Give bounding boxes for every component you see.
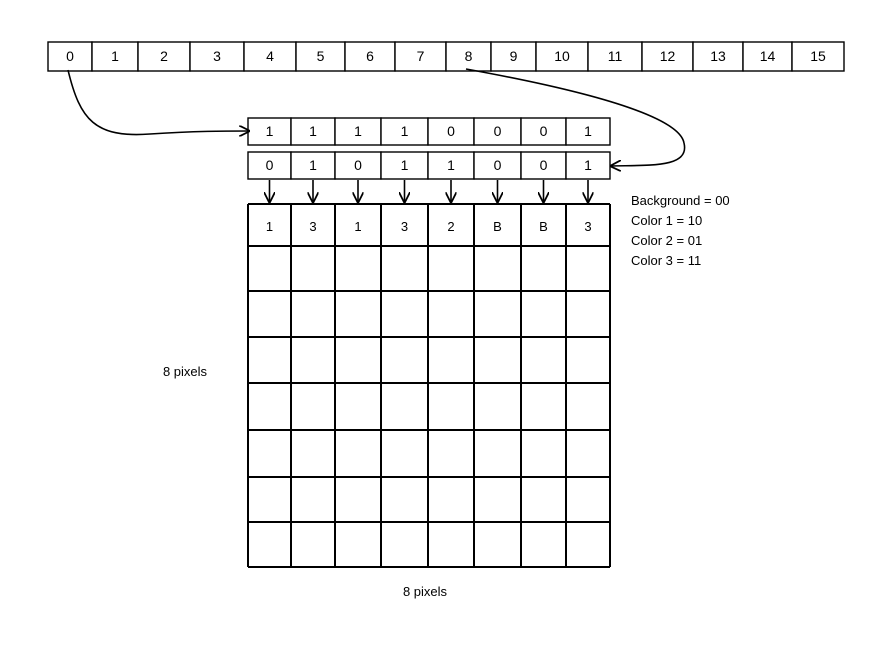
pixel-color-label: 3 [584,219,591,234]
bitplane-row-2-bit: 1 [309,157,317,173]
pixel-color-label: 3 [309,219,316,234]
byte-index-label: 0 [66,48,74,64]
byte-cell [641,41,694,72]
bitplane-row-2-cell [247,151,292,180]
byte-index-label: 10 [554,48,570,64]
byte-cell [394,41,447,72]
bitplane-row-1-cell [334,117,382,146]
byte-cell [587,41,643,72]
byte-index-label: 5 [317,48,325,64]
pixel-color-label: B [539,219,548,234]
byte-index-label: 1 [111,48,119,64]
color-legend: Background = 00 Color 1 = 10 Color 2 = 0… [631,193,730,268]
byte-index-label: 14 [760,48,776,64]
byte-index-label: 13 [710,48,726,64]
pixel-color-label: B [493,219,502,234]
byte-cell [243,41,297,72]
byte-cell [445,41,492,72]
byte-index-label: 3 [213,48,221,64]
bitplane-row-1-bit: 1 [584,123,592,139]
bitplane-row-2-bit: 1 [584,157,592,173]
bitplane-row-2-cell [380,151,429,180]
bitplane-row-2-bit: 0 [354,157,362,173]
pixel-color-label: 2 [447,219,454,234]
bitplane-row-1: 1 1 1 1 0 0 0 1 [247,117,611,146]
bitplane-row-2-bit: 1 [447,157,455,173]
byte-cell [47,41,93,72]
arrow-byte0-to-row1 [67,69,249,135]
bitplane-row-1-cell [520,117,567,146]
bitplane-row-2-cell [520,151,567,180]
bitplane-row-1-bit: 0 [447,123,455,139]
height-label: 8 pixels [163,364,208,379]
legend-color-2: Color 2 = 01 [631,233,702,248]
down-arrows [270,180,589,202]
byte-cell [91,41,139,72]
pixel-color-label: 3 [401,219,408,234]
bitplane-row-1-bit: 1 [266,123,274,139]
bitplane-row-2-cell [334,151,382,180]
byte-index-label: 8 [465,48,473,64]
byte-index-label: 6 [366,48,374,64]
legend-color-3: Color 3 = 11 [631,253,701,268]
byte-index-label: 4 [266,48,274,64]
bitplane-row-1-bit: 0 [540,123,548,139]
legend-color-1: Color 1 = 10 [631,213,702,228]
byte-index-label: 12 [660,48,676,64]
byte-cell [791,41,845,72]
byte-index-label: 7 [417,48,425,64]
byte-cell [490,41,537,72]
bitplane-row-2-bit: 0 [494,157,502,173]
byte-index-label: 11 [608,48,623,64]
bitplane-row-1-cell [427,117,475,146]
bitplane-row-2-cell [427,151,475,180]
bitplane-row-1-cell [473,117,522,146]
pixel-color-label: 1 [266,219,273,234]
pixel-grid: 1 3 1 3 2 B B 3 [247,203,611,568]
bitplane-row-1-cell [565,117,611,146]
bitplane-row-1-bit: 1 [401,123,409,139]
byte-index-label: 15 [810,48,826,64]
bitplane-row-2-bit: 0 [540,157,548,173]
arrow-byte8-to-row2 [465,68,686,166]
bitplane-row-1-bit: 1 [354,123,362,139]
legend-background: Background = 00 [631,193,730,208]
byte-cell [344,41,396,72]
byte-index-label: 2 [160,48,168,64]
bitplane-row-1-bit: 1 [309,123,317,139]
byte-cell [692,41,744,72]
byte-index-label: 9 [510,48,518,64]
byte-cell [295,41,346,72]
pixel-color-label: 1 [354,219,361,234]
bitplane-row-2-bit: 0 [266,157,274,173]
width-label: 8 pixels [403,584,448,599]
bitplane-row-2-bit: 1 [401,157,409,173]
bitplane-row-1-bit: 0 [494,123,502,139]
bitplane-row-2: 0 1 0 1 1 0 0 1 [247,151,611,180]
byte-cell [137,41,191,72]
bitplane-row-1-cell [380,117,429,146]
